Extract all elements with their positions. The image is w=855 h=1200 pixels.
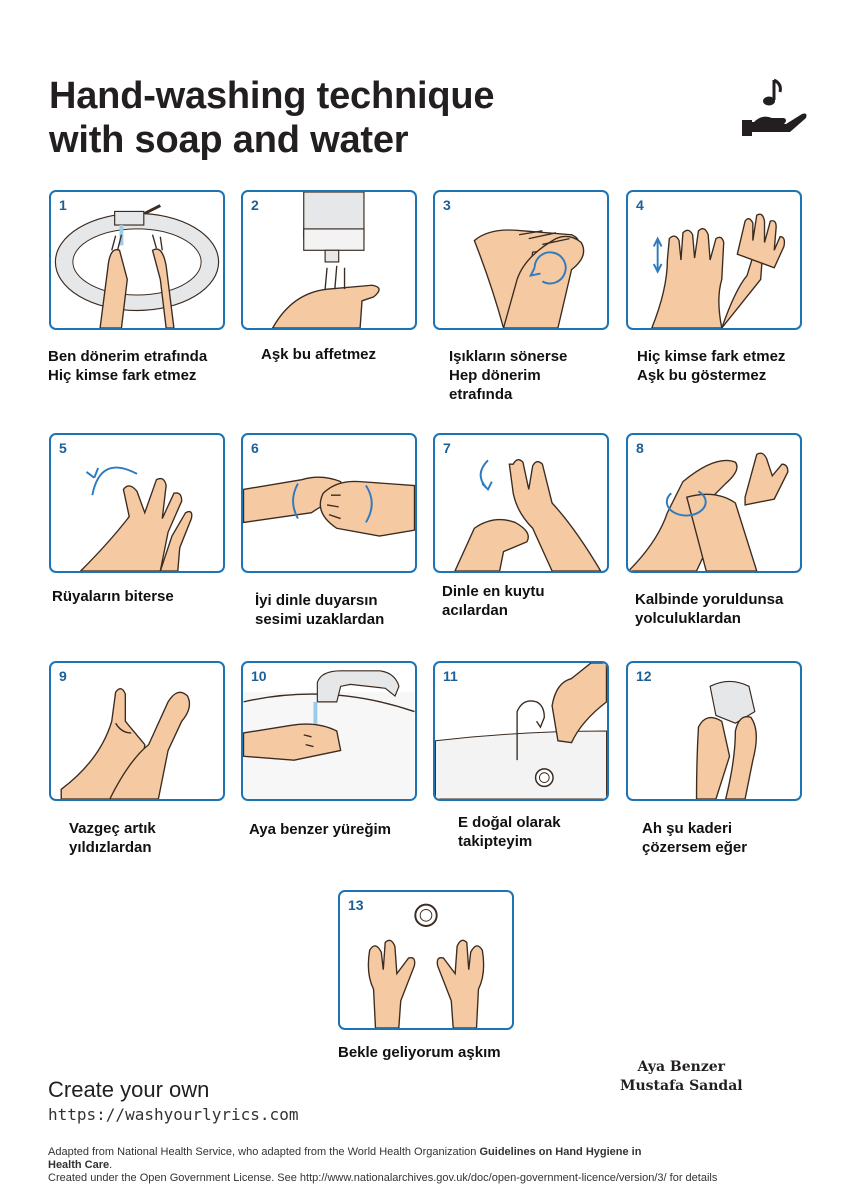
step-6-caption: İyi dinle duyarsın sesimi uzaklardan [255,591,384,629]
song-title: Aya Benzer [637,1059,726,1075]
step-number: 5 [59,440,67,456]
step-8-caption: Kalbinde yoruldunsa yolculuklardan [635,590,783,628]
step-10-panel: 10 [241,661,417,801]
footer-period: . [109,1159,113,1171]
step-13-illustration [367,903,485,1028]
title-line-1: Hand-washing technique [49,75,495,117]
caption-line: yolculuklardan [635,610,741,627]
step-7-illustration [454,459,602,571]
step-number: 13 [348,897,364,913]
step-12-panel: 12 [626,661,802,801]
caption-line: Ah şu kaderi [642,820,733,837]
website-link[interactable]: https://washyourlyrics.com [48,1105,299,1124]
caption-line: sesimi uzaklardan [255,611,385,628]
footer-license: Created under the Open Government Licens… [48,1172,718,1184]
step-number: 11 [443,668,458,684]
caption-line: Rüyaların biterse [52,588,174,605]
step-number: 7 [443,440,451,456]
caption-line: Kalbinde yoruldunsa [635,591,784,608]
step-13-panel: 13 [338,890,514,1030]
step-1-caption: Ben dönerim etrafında Hiç kimse fark etm… [48,347,207,385]
step-10-caption: Aya benzer yüreğim [249,820,391,839]
caption-line: Aya benzer yüreğim [249,821,391,838]
caption-line: Işıkların sönerse [449,348,568,365]
footer-attribution: Adapted from National Health Service, wh… [48,1146,641,1159]
caption-line: Bekle geliyorum aşkım [338,1044,501,1061]
step-number: 3 [443,197,451,213]
step-9-illustration [60,688,191,799]
step-number: 9 [59,668,67,684]
step-4-panel: 4 [626,190,802,330]
step-2-panel: 2 [241,190,417,330]
step-3-caption: Işıkların sönerse Hep dönerim etrafında [449,347,567,404]
step-11-illustration [435,663,607,799]
caption-line: E doğal olarak [458,814,561,831]
step-12-illustration [695,680,757,799]
step-4-illustration [651,213,786,328]
footer-guidelines-title: Guidelines on Hand Hygiene in [479,1146,642,1158]
hand-with-music-note-icon [742,78,807,136]
caption-line: Dinle en kuytu [442,583,545,600]
step-13-caption: Bekle geliyorum aşkım [338,1043,501,1062]
caption-line: yıldızlardan [69,839,152,856]
step-7-caption: Dinle en kuytu acılardan [442,582,545,620]
caption-line: Vazgeç artık [69,820,156,837]
step-11-caption: E doğal olarak takipteyim [458,813,561,851]
caption-line: Hiç kimse fark etmez [48,367,197,384]
caption-line: Ben dönerim etrafında [48,348,208,365]
step-number: 1 [59,197,67,213]
step-2-caption: Aşk bu affetmez [261,345,376,364]
step-11-panel: 11 [433,661,609,801]
step-8-panel: 8 [626,433,802,573]
step-number: 12 [636,668,652,684]
step-2-illustration [271,192,380,328]
step-10-illustration [243,670,415,799]
step-number: 4 [636,197,644,213]
step-number: 6 [251,440,259,456]
caption-line: takipteyim [458,833,533,850]
step-9-panel: 9 [49,661,225,801]
caption-line: çözersem eğer [642,839,748,856]
step-4-caption: Hiç kimse fark etmez Aşk bu göstermez [637,347,785,385]
song-credit: Aya Benzer Mustafa Sandal [620,1058,743,1096]
footer-guidelines-title-cont: Health Care [48,1159,110,1171]
step-number: 2 [251,197,259,213]
step-number: 10 [251,668,267,684]
caption-line: Aşk bu affetmez [261,346,377,363]
step-7-panel: 7 [433,433,609,573]
step-3-illustration [473,229,585,328]
song-artist: Mustafa Sandal [620,1078,743,1094]
caption-line: etrafında [449,386,513,403]
footer-attribution-cont: Health Care. [48,1159,112,1172]
step-3-panel: 3 [433,190,609,330]
caption-line: İyi dinle duyarsın [255,592,378,609]
step-1-illustration [54,204,220,328]
step-6-illustration [243,476,415,537]
caption-line: Hiç kimse fark etmez [637,348,786,365]
page-title: Hand-washing technique with soap and wat… [49,74,494,162]
caption-line: acılardan [442,602,508,619]
caption-line: Hep dönerim [449,367,541,384]
step-number: 8 [636,440,644,456]
footer-attribution-text: Adapted from National Health Service, wh… [48,1146,480,1158]
create-your-own-heading: Create your own [48,1077,210,1102]
caption-line: Aşk bu göstermez [637,367,767,384]
step-5-panel: 5 [49,433,225,573]
step-8-illustration [628,452,789,571]
step-6-panel: 6 [241,433,417,573]
step-12-caption: Ah şu kaderi çözersem eğer [642,819,747,857]
title-line-2: with soap and water [49,119,409,161]
step-5-illustration [79,466,193,571]
step-1-panel: 1 [49,190,225,330]
step-5-caption: Rüyaların biterse [52,587,174,606]
step-9-caption: Vazgeç artık yıldızlardan [69,819,156,857]
